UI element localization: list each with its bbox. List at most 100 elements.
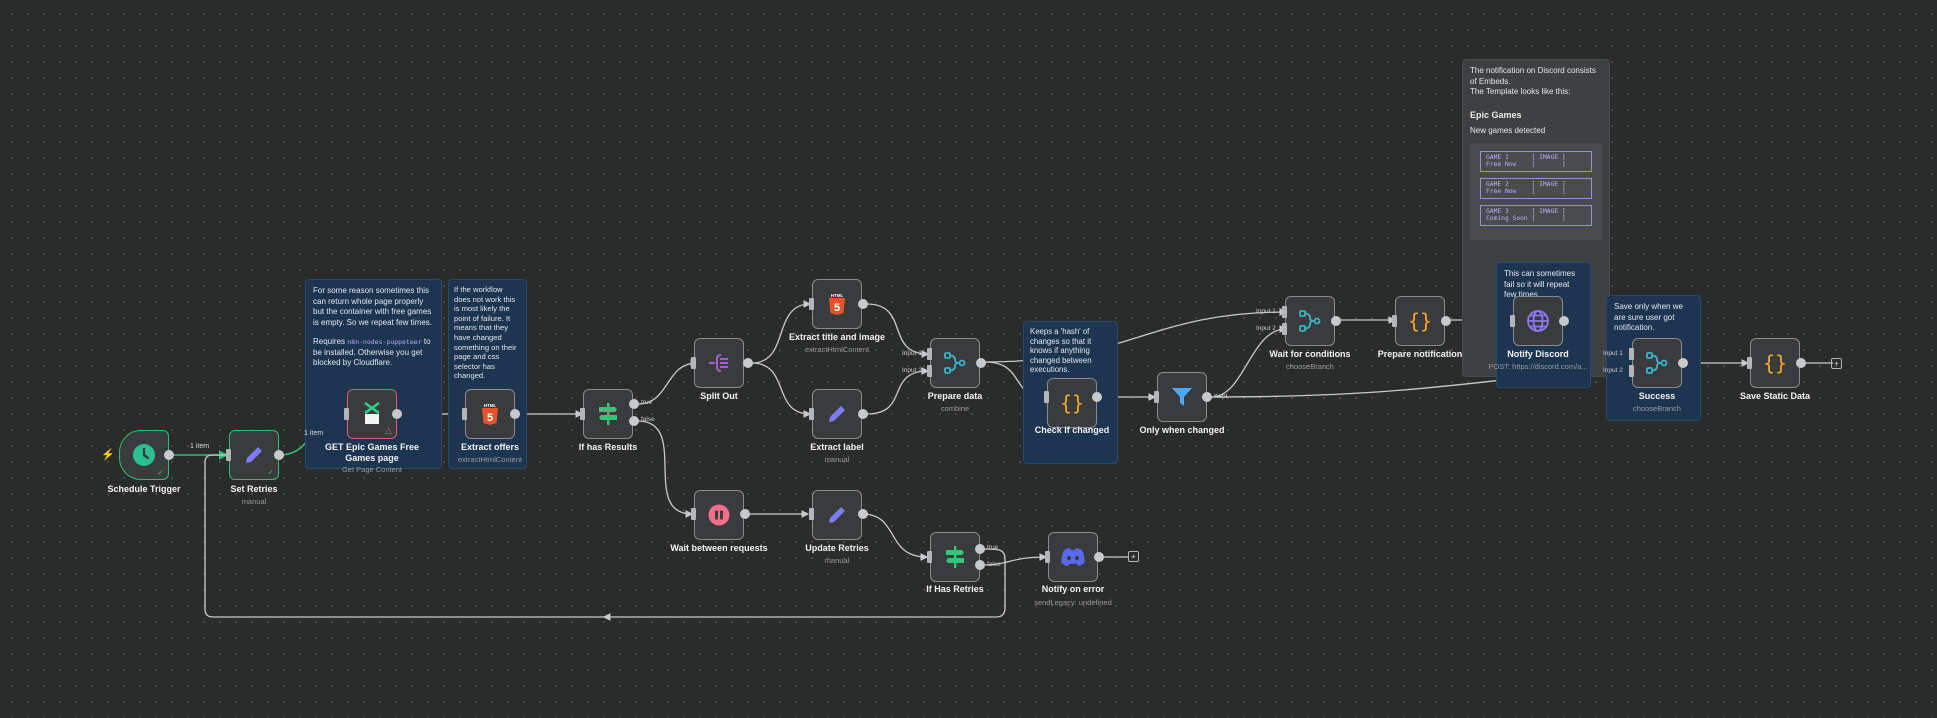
node-success[interactable] [1632, 338, 1682, 388]
input-label-1: Input 1 [1256, 308, 1276, 315]
output-port[interactable] [976, 358, 986, 368]
input-port-2[interactable] [1282, 323, 1287, 335]
signpost-icon [599, 403, 617, 425]
output-port-true[interactable] [629, 399, 639, 409]
output-port[interactable] [740, 509, 750, 519]
output-port[interactable] [858, 299, 868, 309]
svg-text:HTML: HTML [831, 293, 844, 298]
game-status: Free Now [1486, 161, 1517, 168]
node-subtitle: combine [940, 404, 970, 413]
output-port-true[interactable] [975, 544, 985, 554]
output-port[interactable] [274, 450, 284, 460]
output-label-kept: Kept [1214, 393, 1228, 400]
output-port[interactable] [1441, 316, 1451, 326]
input-port[interactable] [809, 408, 814, 420]
input-label-1: Input 1 [1603, 350, 1623, 357]
node-get-epic-games[interactable]: △ [347, 389, 397, 439]
node-if-has-results[interactable] [583, 389, 633, 439]
output-port[interactable] [1559, 316, 1569, 326]
output-port[interactable] [1331, 316, 1341, 326]
node-save-static-data[interactable]: {} [1750, 338, 1800, 388]
sticky-text-requires: Requires n8n-nodes-puppeteer to be insta… [313, 337, 434, 369]
sticky-text: Keeps a 'hash' of changes so that it kno… [1030, 327, 1092, 375]
node-subtitle: extractHtmlContent [804, 345, 870, 354]
input-port[interactable] [1045, 551, 1050, 563]
output-port[interactable] [1092, 392, 1102, 402]
input-port[interactable] [226, 449, 231, 461]
warning-icon: △ [385, 425, 392, 435]
input-port-1[interactable] [927, 348, 932, 360]
output-port-false[interactable] [629, 416, 639, 426]
input-port[interactable] [1510, 315, 1515, 327]
input-port[interactable] [344, 408, 349, 420]
node-notify-on-error[interactable] [1048, 532, 1098, 582]
node-title: If Has Retries [926, 584, 984, 594]
output-port-false[interactable] [975, 560, 985, 570]
node-split-out[interactable] [694, 338, 744, 388]
output-port[interactable] [743, 358, 753, 368]
node-extract-label[interactable] [812, 389, 862, 439]
output-port[interactable] [392, 409, 402, 419]
node-title: Set Retries [230, 484, 278, 494]
output-port[interactable] [1796, 358, 1806, 368]
node-if-has-retries[interactable] [930, 532, 980, 582]
input-port[interactable] [809, 508, 814, 520]
node-only-when-changed[interactable] [1157, 372, 1207, 422]
input-port-1[interactable] [1629, 348, 1634, 360]
output-port[interactable] [164, 450, 174, 460]
output-label-false: false [987, 561, 1001, 568]
input-port[interactable] [1154, 391, 1159, 403]
node-title: Prepare notification [1377, 349, 1463, 359]
output-label-false: false [641, 416, 655, 423]
input-port[interactable] [1747, 357, 1752, 369]
output-port[interactable] [510, 409, 520, 419]
add-node-button[interactable]: + [1831, 358, 1842, 369]
node-title: Wait for conditions [1269, 349, 1351, 359]
input-port[interactable] [462, 408, 467, 420]
input-port[interactable] [1044, 391, 1049, 403]
output-port[interactable] [1678, 358, 1688, 368]
sticky-note-extract-offers[interactable]: If the workflow does not work this is mo… [448, 279, 527, 469]
sticky-note-puppeteer[interactable]: For some reason sometimes this can retur… [305, 279, 442, 469]
node-set-retries[interactable]: ✓ [229, 430, 279, 480]
node-update-retries[interactable] [812, 490, 862, 540]
node-prepare-data[interactable] [930, 338, 980, 388]
output-port-kept[interactable] [1202, 392, 1212, 402]
input-port[interactable] [691, 357, 696, 369]
add-node-button[interactable]: + [1128, 551, 1139, 562]
code-braces-icon: {} [1762, 351, 1788, 375]
node-schedule-trigger[interactable]: ✓ [119, 430, 169, 480]
input-port-2[interactable] [1629, 365, 1634, 377]
input-port[interactable] [1392, 315, 1397, 327]
requires-prefix: Requires [313, 337, 346, 346]
node-subtitle: sendLegacy: undefined [1034, 598, 1112, 607]
output-port[interactable] [1094, 552, 1104, 562]
node-wait-between-requests[interactable] [694, 490, 744, 540]
input-port-1[interactable] [1282, 306, 1287, 318]
game-image: IMAGE [1539, 207, 1559, 215]
node-check-if-changed[interactable]: {} [1047, 377, 1097, 428]
output-port[interactable] [858, 509, 868, 519]
node-title: Wait between requests [670, 543, 768, 553]
input-port[interactable] [927, 551, 932, 563]
input-port-2[interactable] [927, 365, 932, 377]
output-port[interactable] [858, 409, 868, 419]
node-prepare-notification[interactable]: {} [1395, 296, 1445, 346]
node-title-line1: GET Epic Games Free [324, 442, 420, 452]
embed-game-2: GAME 2 [ IMAGE ] Free Now [ ] [1480, 177, 1592, 199]
input-label-2: Input 2 [902, 367, 922, 374]
node-title: Success [1638, 391, 1676, 401]
node-title: Save Static Data [1739, 391, 1811, 401]
input-port[interactable] [691, 508, 696, 520]
input-port[interactable] [580, 408, 585, 420]
node-wait-for-conditions[interactable] [1285, 296, 1335, 346]
code-braces-icon: {} [1059, 390, 1085, 415]
input-port[interactable] [809, 298, 814, 310]
input-label-2: Input 2 [1256, 325, 1276, 332]
node-notify-discord[interactable] [1513, 296, 1563, 346]
node-title: Extract label [810, 442, 864, 452]
sticky-text: This can sometimes fail so it will repea… [1504, 269, 1576, 299]
